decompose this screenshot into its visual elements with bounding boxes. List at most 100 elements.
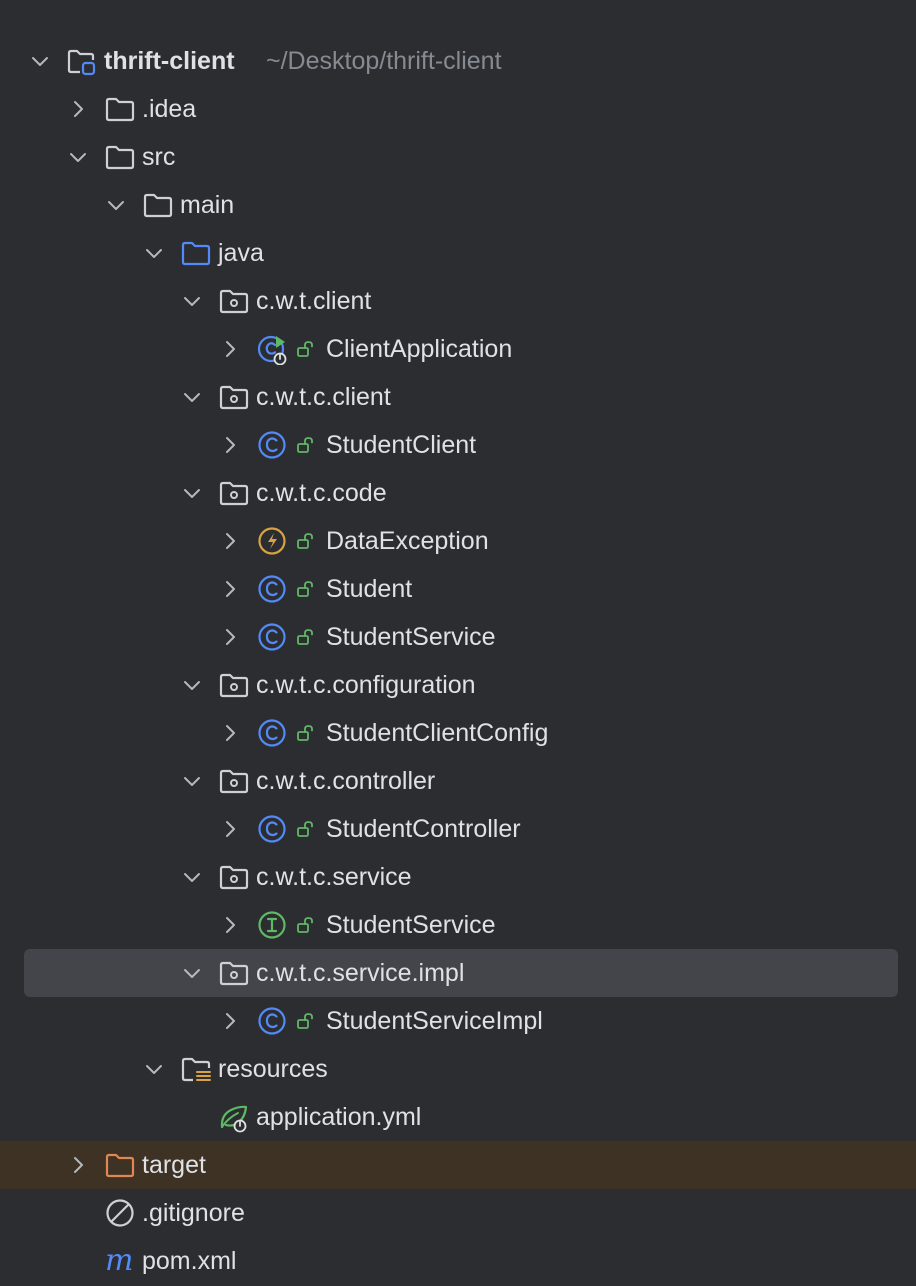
tree-label: .idea: [142, 95, 197, 123]
project-path: ~/Desktop/thrift-client: [266, 47, 502, 75]
tree-row-package[interactable]: c.w.t.c.service: [0, 853, 916, 901]
chevron-down-icon[interactable]: [142, 1057, 166, 1081]
class-icon: [256, 429, 288, 461]
tree-label: DataException: [326, 527, 489, 555]
tree-label: c.w.t.c.configuration: [256, 671, 476, 699]
tree-row-target[interactable]: target: [0, 1141, 916, 1189]
tree-row-java[interactable]: java: [0, 229, 916, 277]
chevron-right-icon[interactable]: [218, 817, 242, 841]
tree-row-file[interactable]: .gitignore: [0, 1189, 916, 1237]
lock-icon: [296, 627, 316, 647]
spring-boot-class-icon: [256, 333, 288, 365]
tree-row-file[interactable]: m pom.xml: [0, 1237, 916, 1285]
tree-label: StudentController: [326, 815, 521, 843]
tree-row-class[interactable]: StudentClientConfig: [0, 709, 916, 757]
tree-label: StudentClientConfig: [326, 719, 549, 747]
tree-label: StudentService: [326, 911, 496, 939]
tree-label: ClientApplication: [326, 335, 513, 363]
tree-row-package-selected[interactable]: c.w.t.c.service.impl: [0, 949, 916, 997]
tree-row-main[interactable]: main: [0, 181, 916, 229]
resources-folder-icon: [180, 1053, 212, 1085]
tree-label: pom.xml: [142, 1247, 237, 1275]
chevron-down-icon[interactable]: [66, 145, 90, 169]
package-icon: [218, 669, 250, 701]
excluded-folder-icon: [104, 1149, 136, 1181]
tree-label: StudentServiceImpl: [326, 1007, 543, 1035]
tree-row-package[interactable]: c.w.t.c.configuration: [0, 661, 916, 709]
chevron-down-icon[interactable]: [28, 49, 52, 73]
tree-row-class[interactable]: StudentServiceImpl: [0, 997, 916, 1045]
chevron-down-icon[interactable]: [180, 673, 204, 697]
exception-class-icon: [256, 525, 288, 557]
tree-row-resources[interactable]: resources: [0, 1045, 916, 1093]
package-icon: [218, 765, 250, 797]
chevron-right-icon[interactable]: [218, 433, 242, 457]
tree-label: c.w.t.c.code: [256, 479, 387, 507]
tree-row-class[interactable]: Student: [0, 565, 916, 613]
class-icon: [256, 573, 288, 605]
tree-label: resources: [218, 1055, 328, 1083]
selection-highlight: [24, 949, 898, 997]
tree-row-interface[interactable]: StudentService: [0, 901, 916, 949]
tree-label: target: [142, 1151, 206, 1179]
chevron-right-icon[interactable]: [218, 721, 242, 745]
tree-label: application.yml: [256, 1103, 422, 1131]
tree-row-class[interactable]: StudentClient: [0, 421, 916, 469]
package-icon: [218, 957, 250, 989]
chevron-down-icon[interactable]: [180, 289, 204, 313]
interface-icon: [256, 909, 288, 941]
lock-icon: [296, 339, 316, 359]
chevron-down-icon[interactable]: [180, 961, 204, 985]
chevron-right-icon[interactable]: [218, 529, 242, 553]
lock-icon: [296, 915, 316, 935]
tree-row-class[interactable]: ClientApplication: [0, 325, 916, 373]
tree-label: Student: [326, 575, 413, 603]
tree-row-package[interactable]: c.w.t.c.client: [0, 373, 916, 421]
tree-row-class[interactable]: StudentService: [0, 613, 916, 661]
tree-row-package[interactable]: c.w.t.client: [0, 277, 916, 325]
tree-row-package[interactable]: c.w.t.c.code: [0, 469, 916, 517]
folder-icon: [104, 141, 136, 173]
chevron-down-icon[interactable]: [180, 769, 204, 793]
lock-icon: [296, 1011, 316, 1031]
tree-label: c.w.t.client: [256, 287, 372, 315]
chevron-down-icon[interactable]: [180, 385, 204, 409]
module-folder-icon: [65, 45, 97, 77]
chevron-right-icon[interactable]: [218, 625, 242, 649]
chevron-right-icon[interactable]: [218, 1009, 242, 1033]
chevron-right-icon[interactable]: [218, 913, 242, 937]
maven-icon: m: [104, 1245, 136, 1277]
tree-row-src[interactable]: src: [0, 133, 916, 181]
ignore-file-icon: [104, 1197, 136, 1229]
tree-row-project-root[interactable]: thrift-client ~/Desktop/thrift-client: [0, 37, 916, 85]
class-icon: [256, 717, 288, 749]
chevron-right-icon[interactable]: [218, 577, 242, 601]
svg-text:m: m: [105, 1245, 133, 1277]
tree-row-idea[interactable]: .idea: [0, 85, 916, 133]
package-icon: [218, 861, 250, 893]
chevron-down-icon[interactable]: [180, 481, 204, 505]
tree-label: .gitignore: [142, 1199, 245, 1227]
chevron-down-icon[interactable]: [142, 241, 166, 265]
spring-config-file-icon: [218, 1101, 250, 1133]
package-icon: [218, 285, 250, 317]
tree-label: java: [218, 239, 264, 267]
chevron-right-icon[interactable]: [66, 97, 90, 121]
tree-label: main: [180, 191, 235, 219]
tree-label: src: [142, 143, 176, 171]
chevron-down-icon[interactable]: [180, 865, 204, 889]
project-name: thrift-client: [104, 47, 235, 75]
tree-label: StudentClient: [326, 431, 477, 459]
tree-row-package[interactable]: c.w.t.c.controller: [0, 757, 916, 805]
tree-label: c.w.t.c.controller: [256, 767, 436, 795]
tree-row-class[interactable]: DataException: [0, 517, 916, 565]
chevron-down-icon[interactable]: [104, 193, 128, 217]
chevron-right-icon[interactable]: [218, 337, 242, 361]
tree-row-class[interactable]: StudentController: [0, 805, 916, 853]
chevron-right-icon[interactable]: [66, 1153, 90, 1177]
tree-row-file[interactable]: application.yml: [0, 1093, 916, 1141]
class-icon: [256, 1005, 288, 1037]
class-icon: [256, 621, 288, 653]
source-root-folder-icon: [180, 237, 212, 269]
